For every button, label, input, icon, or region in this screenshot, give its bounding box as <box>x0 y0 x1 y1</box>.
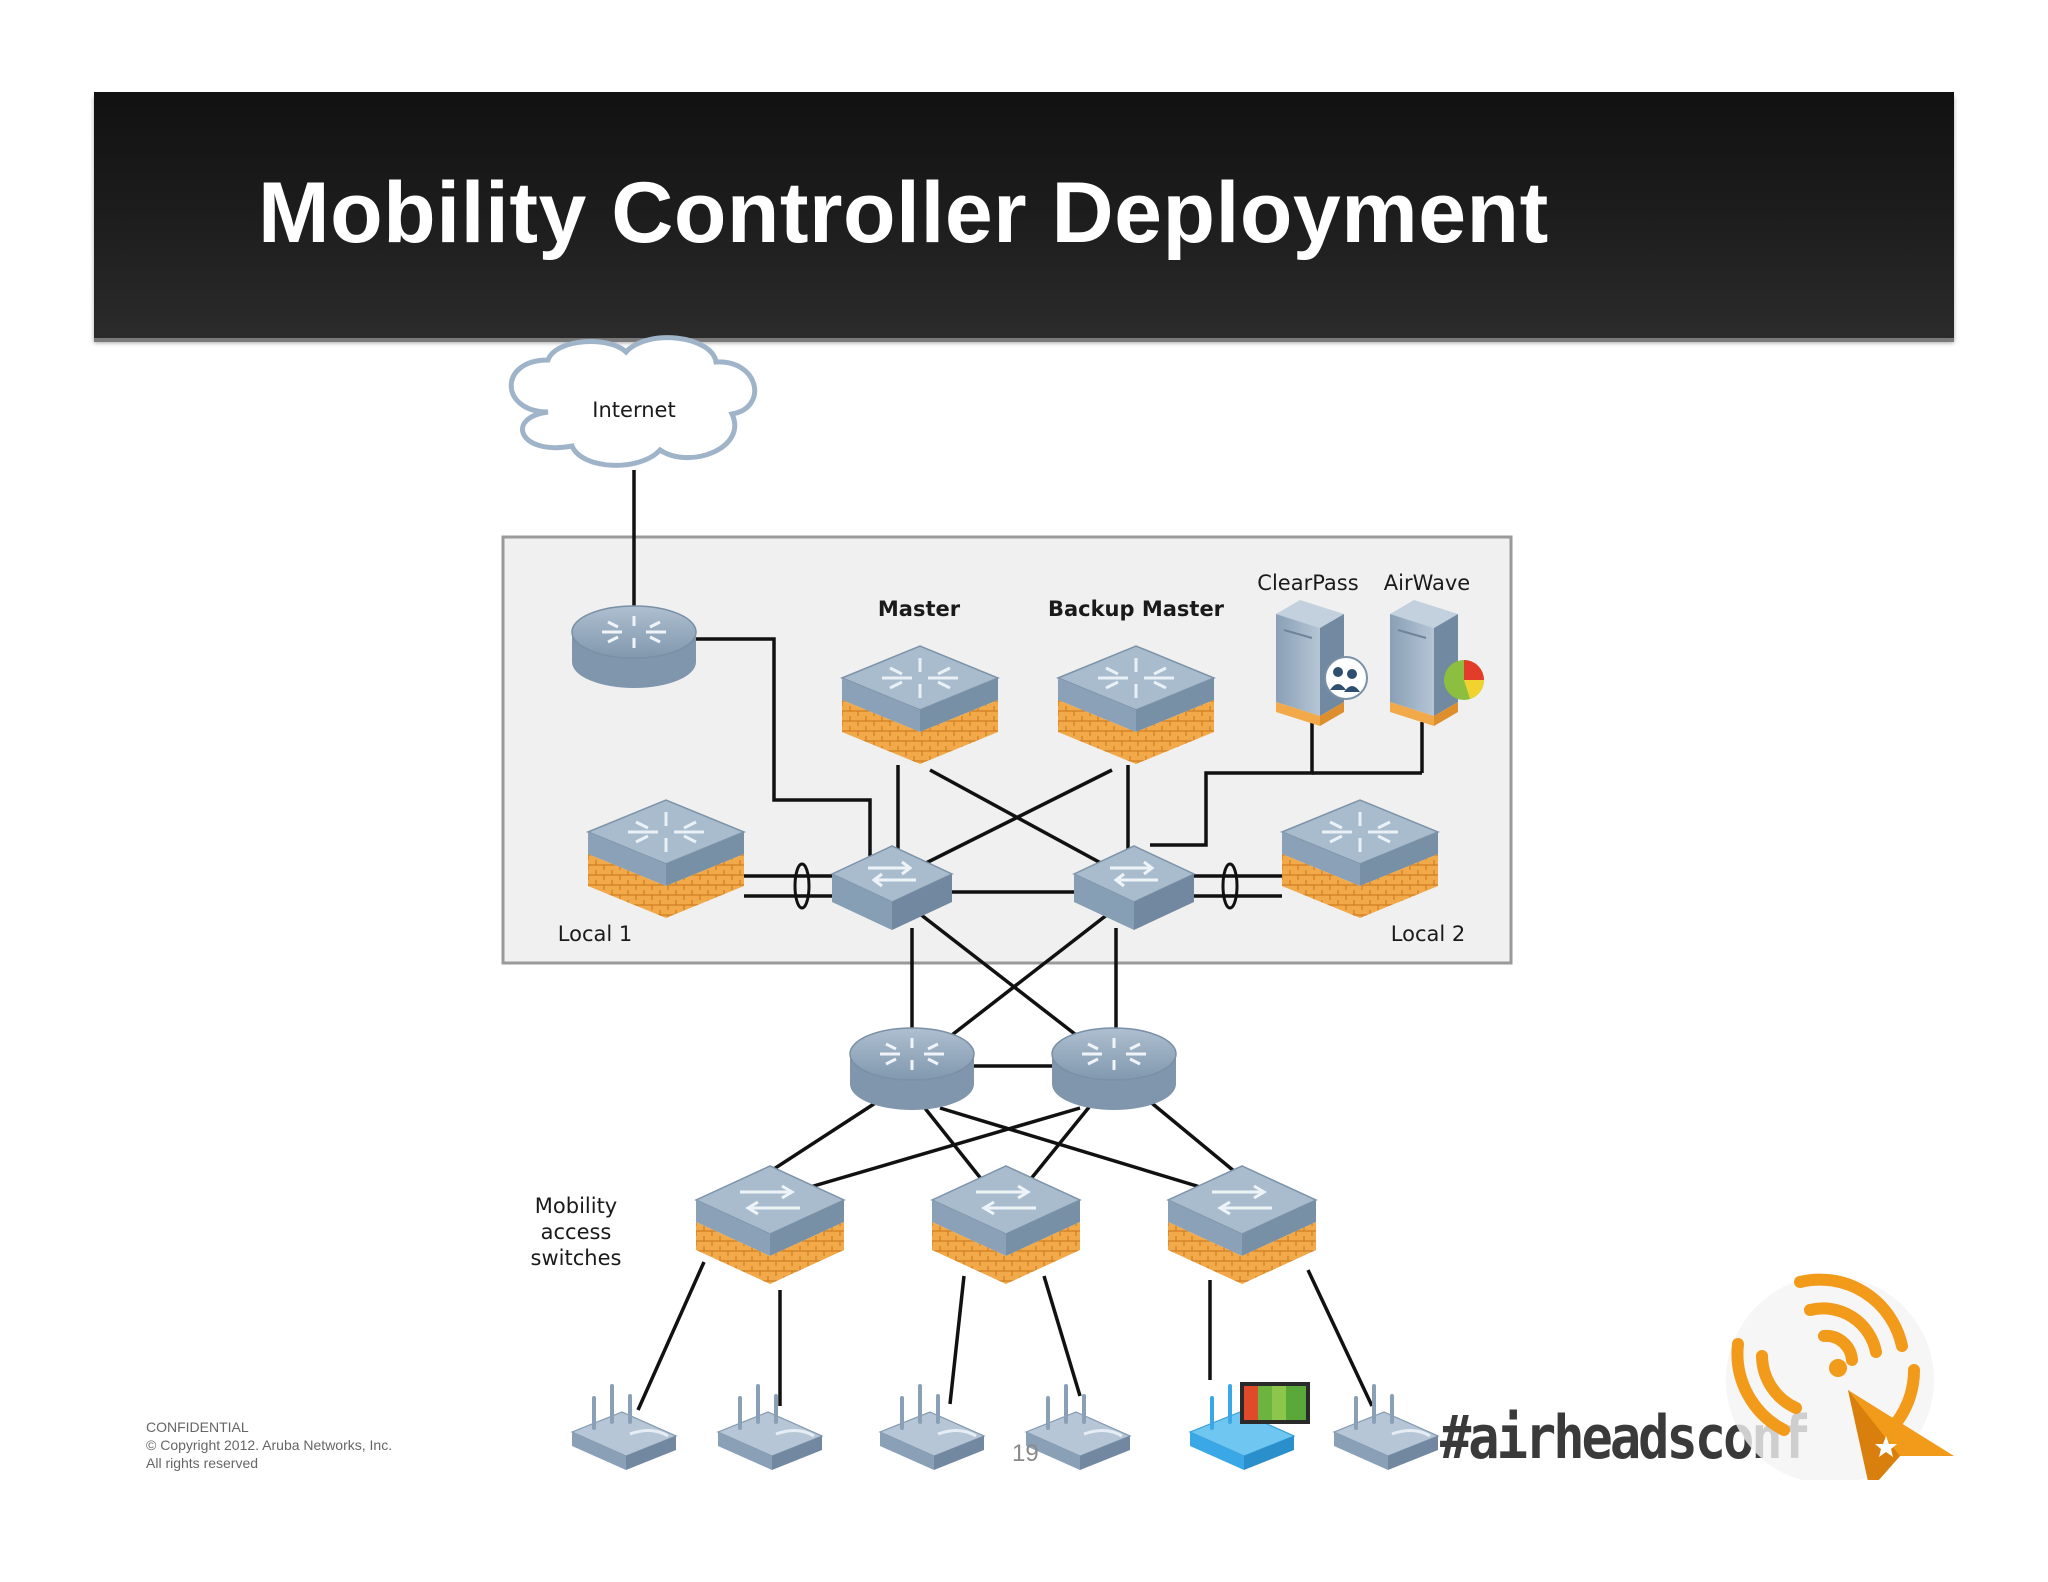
access-point-6-icon <box>1332 1384 1440 1472</box>
airwave-pie-chart-icon <box>1444 660 1484 700</box>
clearpass-users-icon <box>1324 656 1368 700</box>
clearpass-label: ClearPass <box>1257 571 1358 595</box>
slide-title: Mobility Controller Deployment <box>258 165 1549 261</box>
airheads-logo-icon <box>1726 1273 1954 1480</box>
internet-cloud-icon <box>508 335 758 468</box>
lag-oval-left <box>793 862 811 910</box>
access-switch-2-icon <box>930 1164 1082 1286</box>
distribution-router-right-icon <box>1050 1026 1178 1112</box>
backup-master-label: Backup Master <box>1048 597 1225 621</box>
access-point-1-icon <box>570 1384 678 1472</box>
local1-label: Local 1 <box>558 922 632 946</box>
internet-label: Internet <box>592 398 675 422</box>
master-label: Master <box>878 597 961 621</box>
airwave-server-icon <box>1389 599 1459 727</box>
airwave-label: AirWave <box>1384 571 1470 595</box>
connection-lines <box>632 470 1424 1411</box>
footer-copyright: CONFIDENTIAL © Copyright 2012. Aruba Net… <box>146 1418 392 1472</box>
footer-copyright-line: © Copyright 2012. Aruba Networks, Inc. <box>146 1437 393 1453</box>
access-switches-label-2: access <box>541 1220 612 1244</box>
access-switches-label-3: switches <box>531 1246 622 1270</box>
distribution-router-left-icon <box>848 1026 976 1112</box>
access-point-4-icon <box>1024 1384 1132 1472</box>
footer-rights: All rights reserved <box>146 1455 259 1471</box>
access-switches-label-1: Mobility <box>535 1194 617 1218</box>
page-number: 19 <box>1012 1440 1039 1467</box>
local2-label: Local 2 <box>1391 922 1465 946</box>
footer-confidential: CONFIDENTIAL <box>146 1419 249 1435</box>
title-bar: Mobility Controller Deployment <box>94 92 1954 342</box>
access-point-3-icon <box>878 1384 986 1472</box>
access-point-5-highlighted-icon <box>1188 1382 1310 1470</box>
access-point-2-icon <box>716 1384 824 1472</box>
edge-router-icon <box>570 604 698 690</box>
lag-oval-right <box>1221 862 1239 910</box>
